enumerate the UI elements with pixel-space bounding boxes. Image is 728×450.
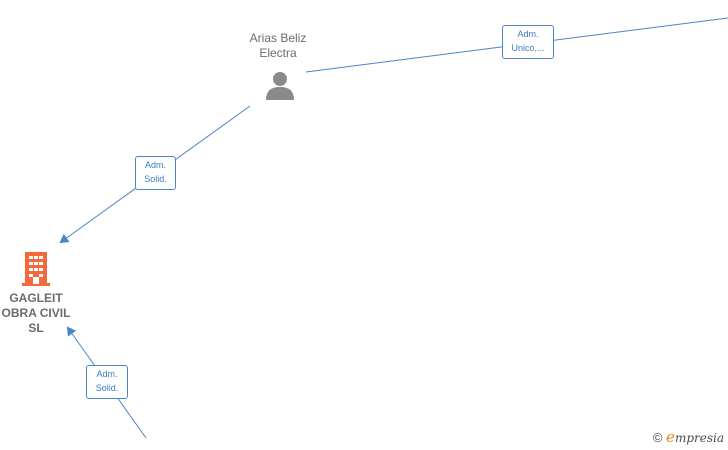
company-node-name[interactable]: GAGLEIT OBRA CIVIL SL <box>0 291 80 336</box>
relation-line2: Solid. <box>95 383 119 393</box>
building-icon[interactable] <box>22 252 50 286</box>
relation-label-adm-unico[interactable]: Adm. Unico,... <box>502 25 554 59</box>
relation-line1: Adm. <box>96 369 118 379</box>
relation-line1: Adm. <box>144 160 166 170</box>
relation-line2: Solid. <box>144 174 167 184</box>
company-name-line2: OBRA CIVIL <box>1 306 71 320</box>
company-name-line3: SL <box>28 321 44 335</box>
relation-line2: Unico,... <box>511 43 545 53</box>
brand-rest: mpresia <box>674 431 724 445</box>
person-node-name[interactable]: Arias Beliz Electra <box>228 31 328 61</box>
person-icon[interactable] <box>265 70 295 100</box>
company-name-line1: GAGLEIT <box>9 291 63 305</box>
brand-initial: e <box>666 428 675 446</box>
relation-label-adm-solid-lower[interactable]: Adm. Solid. <box>86 365 128 399</box>
copyright-symbol: © <box>652 430 663 445</box>
empresia-watermark: © empresia <box>653 428 724 446</box>
person-name-line1: Arias Beliz <box>249 31 307 45</box>
person-name-line2: Electra <box>259 46 297 60</box>
relation-line1: Adm. <box>517 29 539 39</box>
relation-label-adm-solid-upper[interactable]: Adm. Solid. <box>135 156 176 190</box>
